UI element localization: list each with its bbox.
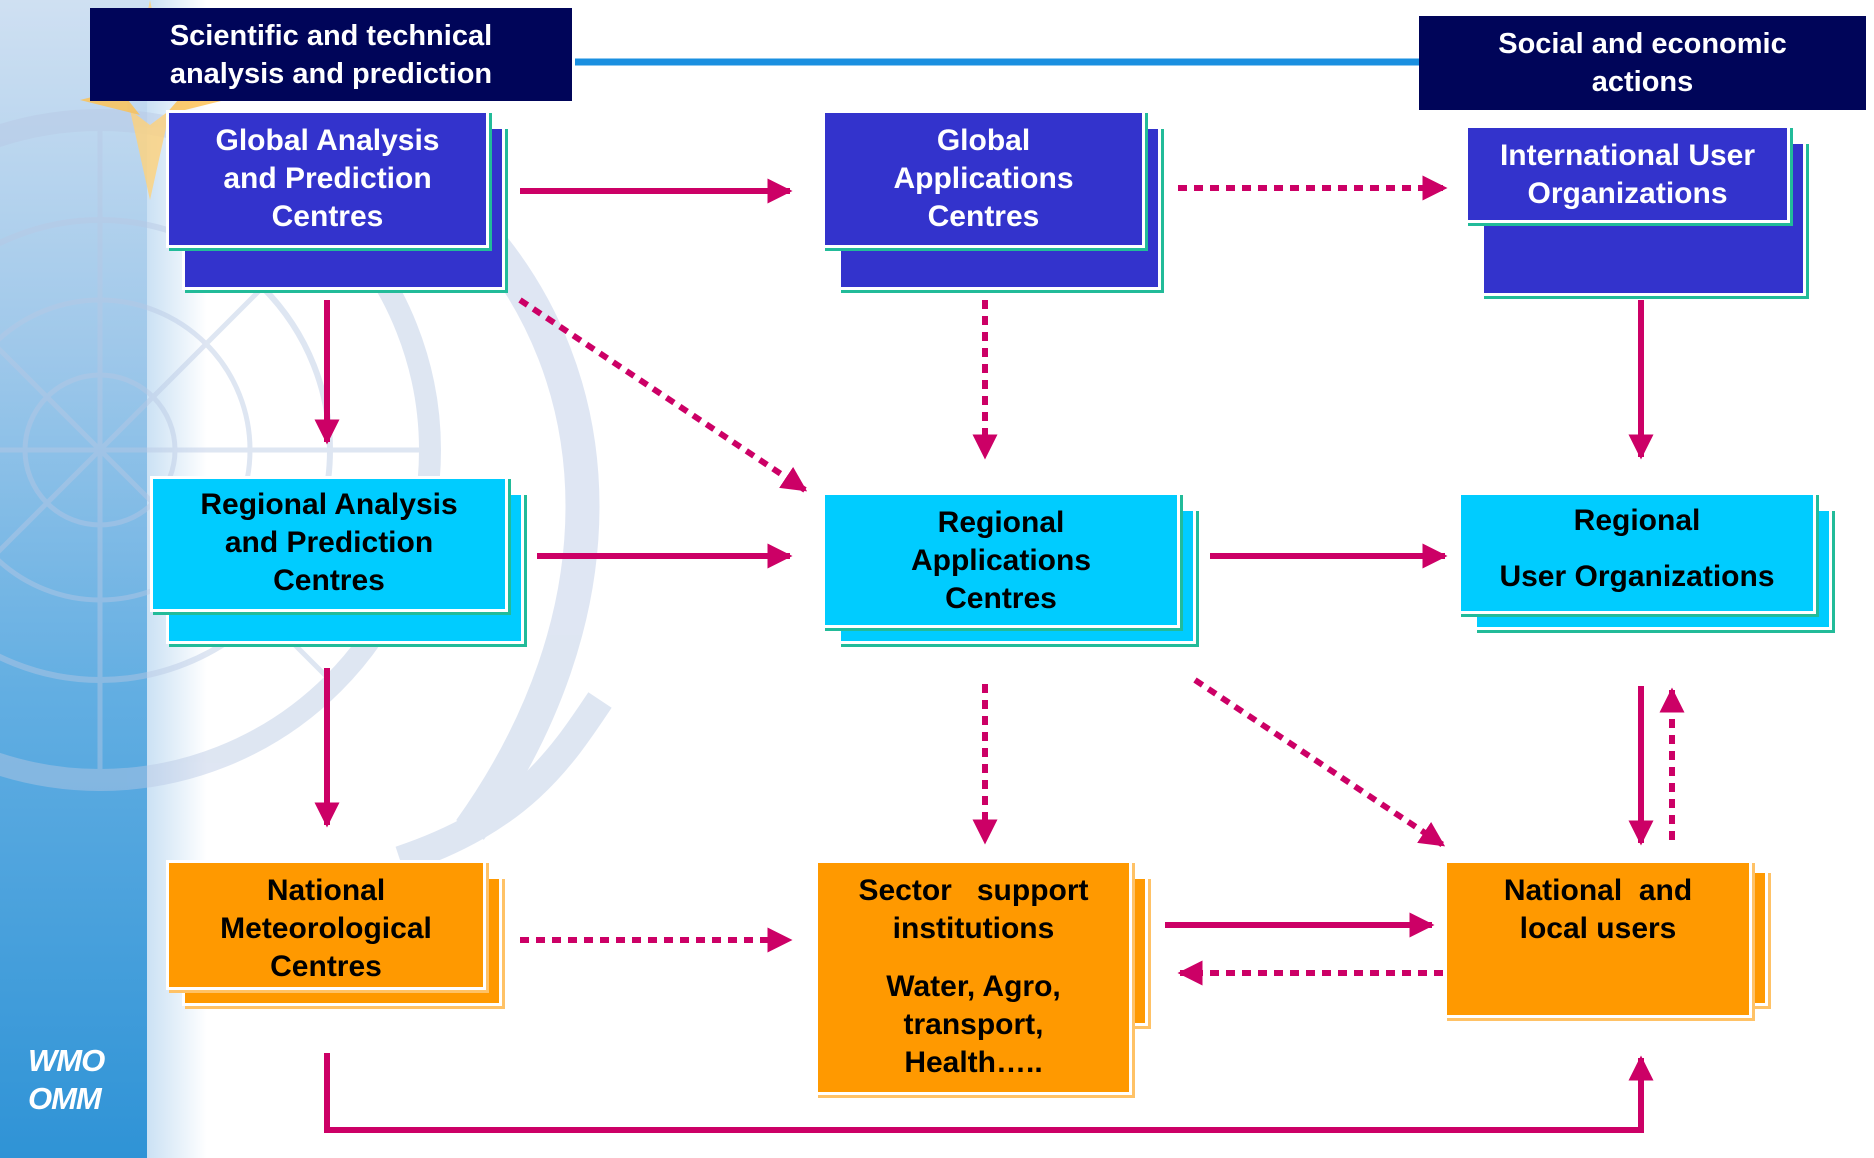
regional-apc-label: Regional Analysis and Prediction Centres [200,488,458,597]
node-sector-support: Sector support institutions Water, Agro,… [815,860,1152,1095]
node-regional-apc: Regional Analysis and Prediction Centres [150,476,528,650]
regional-apps-label: Regional Applications Centres [910,506,1091,615]
global-apps-label: Global Applications Centres [893,124,1074,233]
regional-users-label-2: User Organizations [1499,560,1775,593]
header-left-label: Scientific and technical analysis and pr… [169,19,493,90]
sector-label-1: Sector support institutions [858,874,1097,945]
node-intl-users: International User Organizations [1465,125,1810,296]
regional-users-label-1: Regional [1573,504,1701,537]
header-right-box: Social and economic actions [1419,16,1866,110]
national-users-label: National and local users [1503,874,1701,945]
arrow-national-met-to-national-users [324,1053,1654,1133]
arrow-regional-apps-to-national-users [1193,677,1446,848]
node-national-met: National Meteorological Centres [166,860,506,1010]
header-left-box: Scientific and technical analysis and pr… [90,8,572,101]
header-right-label: Social and economic actions [1498,28,1787,98]
logo-line2: OMM [28,1081,102,1116]
node-regional-apps: Regional Applications Centres [822,492,1200,649]
logo-line1: WMO [28,1043,105,1078]
node-national-users: National and local users [1444,860,1772,1020]
node-global-apc: Global Analysis and Prediction Centres [166,110,509,296]
sidebar-gradient [0,0,147,1158]
global-apc-label: Global Analysis and Prediction Centres [215,124,440,233]
intl-users-label: International User Organizations [1499,139,1756,210]
node-global-apps: Global Applications Centres [822,110,1165,296]
node-regional-users: Regional User Organizations [1458,492,1836,631]
national-met-label: National Meteorological Centres [220,874,432,983]
sector-label-2: Water, Agro, transport, Health….. [886,970,1061,1079]
wmo-logo: WMO OMM [28,1042,105,1118]
